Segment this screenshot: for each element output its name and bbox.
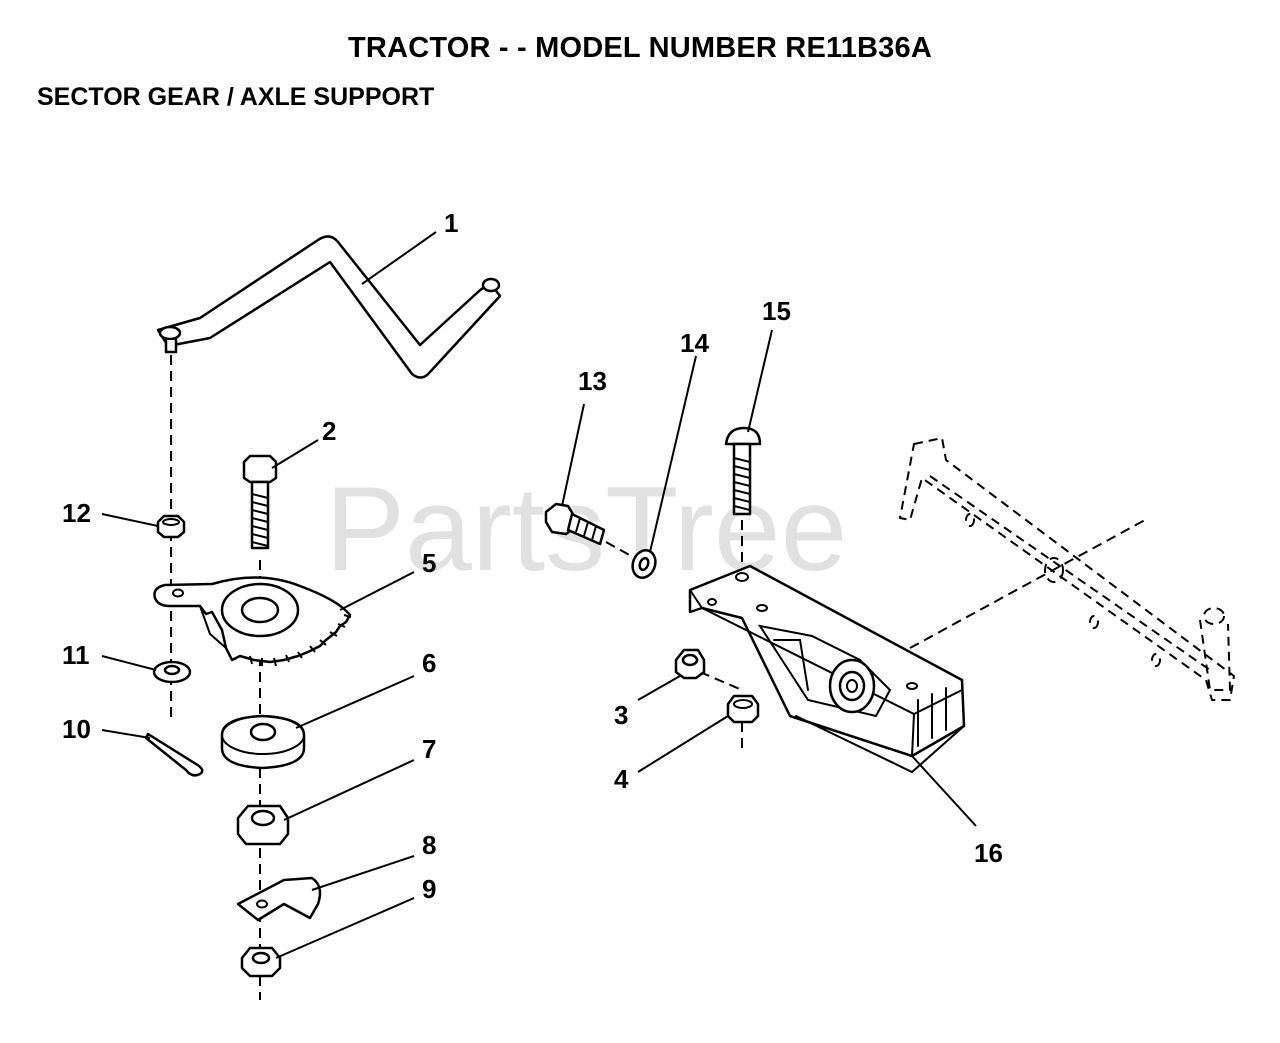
callout-12: 12 <box>62 498 91 528</box>
part-12-lock-nut[interactable] <box>156 514 186 539</box>
callout-3: 3 <box>614 700 628 730</box>
callout-5: 5 <box>422 548 436 578</box>
part-9-hex-nut[interactable] <box>240 946 282 978</box>
part-7-nut[interactable] <box>236 804 290 846</box>
part-14-washer[interactable] <box>629 547 659 581</box>
part-13-shoulder-bolt[interactable] <box>544 502 606 546</box>
callout-7: 7 <box>422 734 436 764</box>
part-6-spacer[interactable] <box>220 714 306 770</box>
part-4-lock-nut[interactable] <box>726 694 760 724</box>
callout-1: 1 <box>444 208 458 238</box>
callout-8: 8 <box>422 830 436 860</box>
part-10-cotter-pin[interactable] <box>144 732 204 777</box>
part-3-nut[interactable] <box>674 648 706 680</box>
part-5-sector-gear[interactable] <box>153 576 352 667</box>
part-2-bolt[interactable] <box>242 454 278 550</box>
axis-line-nut-3 <box>699 671 743 691</box>
part-8-clip[interactable] <box>236 876 322 922</box>
callout-13: 13 <box>578 366 607 396</box>
callout-11: 11 <box>62 640 90 670</box>
callout-16: 16 <box>974 838 1003 868</box>
part-1-drag-link[interactable] <box>156 235 502 379</box>
front-axle-reference <box>899 437 1235 701</box>
part-11-washer[interactable] <box>152 660 192 684</box>
part-16-axle-support[interactable] <box>688 564 966 774</box>
callout-10: 10 <box>62 714 91 744</box>
axis-line-axle <box>909 519 1146 649</box>
callout-4: 4 <box>614 764 629 794</box>
callout-6: 6 <box>422 648 436 678</box>
callout-2: 2 <box>322 416 336 446</box>
section-subtitle: SECTOR GEAR / AXLE SUPPORT <box>37 83 435 111</box>
leader-lines <box>101 231 977 959</box>
callout-14: 14 <box>680 328 709 358</box>
part-15-carriage-bolt[interactable] <box>724 426 762 516</box>
callout-9: 9 <box>422 874 436 904</box>
callout-15: 15 <box>762 296 791 326</box>
page-title: TRACTOR - - MODEL NUMBER RE11B36A <box>348 32 932 64</box>
